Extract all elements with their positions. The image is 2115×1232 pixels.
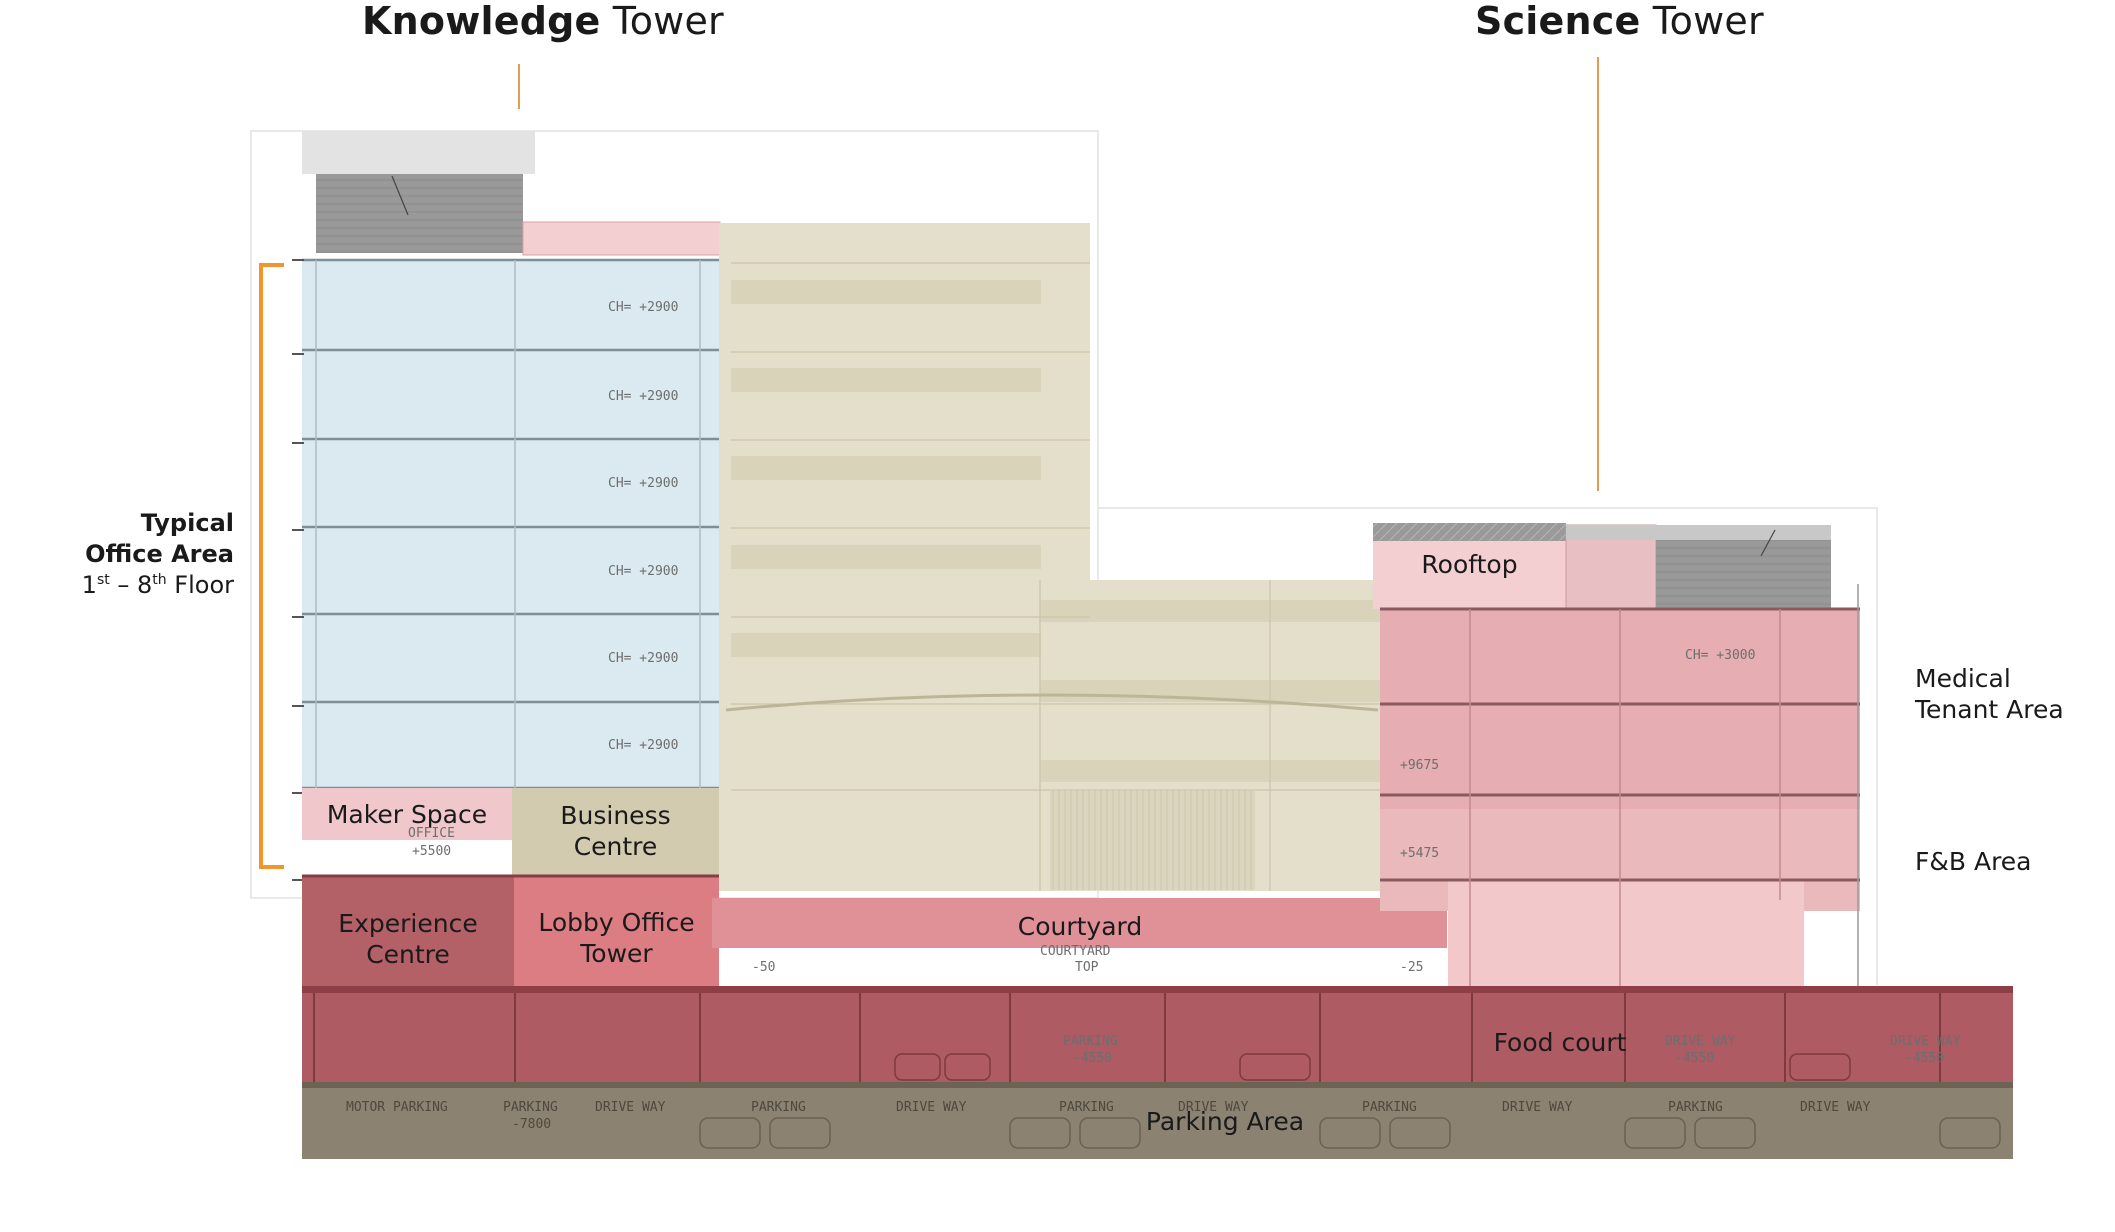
parking-annotation-2: PARKING <box>503 1100 558 1115</box>
business-centre-line2: Centre <box>573 832 658 861</box>
roof-plant-diagonal <box>391 175 409 216</box>
business-centre-label: Business Centre <box>512 800 719 862</box>
experience-centre-line2: Centre <box>366 940 450 969</box>
knowledge-roof-grey-top <box>302 131 535 174</box>
drive-way-annotation-3: DRIVE WAY <box>595 1100 666 1115</box>
courtyard-stair-hatch <box>1050 790 1255 890</box>
food-court-label: Food court <box>1493 1028 1627 1057</box>
parking-annotation-4: PARKING <box>1059 1100 1114 1115</box>
experience-centre-label: Experience Centre <box>302 908 514 970</box>
fnb-area-label: F&B Area <box>1915 847 2032 876</box>
ch-annotation-2: CH= +2900 <box>608 389 679 404</box>
level-minus-4550-1: -4550 <box>1073 1051 1113 1066</box>
maker-space-label: Maker Space <box>326 800 488 829</box>
ch-annotation-science: CH= +3000 <box>1685 648 1756 663</box>
lobby-office-zone <box>514 876 719 990</box>
rooftop-label: Rooftop <box>1421 550 1518 579</box>
knowledge-tower-title: Knowledge Tower <box>362 0 724 43</box>
knowledge-tower-title-rest: Tower <box>600 0 724 43</box>
business-centre-line1: Business <box>560 801 671 830</box>
science-tower-title-rest: Tower <box>1640 0 1764 43</box>
floor-start-sup: st <box>96 572 110 588</box>
basement-columns <box>313 993 1941 1084</box>
science-tower-title: Science Tower <box>1475 0 1764 43</box>
experience-centre-zone <box>302 876 514 990</box>
lobby-office-tower-label: Lobby Office Tower <box>514 907 719 969</box>
business-centre-zone <box>512 788 719 876</box>
parking-annotation-5: PARKING <box>1362 1100 1417 1115</box>
courtyard-small-annotation: COURTYARD <box>1040 944 1111 959</box>
level-5475: +5475 <box>1400 846 1440 861</box>
level-minus-7800-1: -7800 <box>512 1117 552 1132</box>
knowledge-tower-title-bold: Knowledge <box>362 0 601 43</box>
parking-area-label: Parking Area <box>1145 1107 1305 1136</box>
experience-centre-line1: Experience <box>338 909 478 938</box>
science-roof-plant-top <box>1566 525 1831 540</box>
motor-parking-annotation: MOTOR PARKING <box>346 1100 448 1115</box>
parking-annotation-3: PARKING <box>751 1100 806 1115</box>
courtyard-mass-bands <box>731 280 1380 782</box>
courtyard-zone <box>712 898 1447 948</box>
level-9675: +9675 <box>1400 758 1440 773</box>
courtyard-mass-lines <box>731 262 1380 891</box>
parking-annotation-6: PARKING <box>1668 1100 1723 1115</box>
level-5500: +5500 <box>412 844 452 859</box>
floor-start: 1 <box>81 571 97 599</box>
drive-way-annotation-5: DRIVE WAY <box>1178 1100 1249 1115</box>
drive-way-annotation-4: DRIVE WAY <box>896 1100 967 1115</box>
drive-way-annotation-6: DRIVE WAY <box>1502 1100 1573 1115</box>
typical-office-floors-range: 1st – 8th Floor <box>82 570 234 601</box>
medical-line2: Tenant Area <box>1915 695 2064 724</box>
science-frame <box>1098 507 1878 985</box>
medical-tenant-label: Medical Tenant Area <box>1915 663 2064 725</box>
typical-office-bracket <box>259 263 284 869</box>
parking-area-band <box>302 1084 2013 1159</box>
science-plant-diagonal <box>1760 529 1776 557</box>
level-minus-50: -50 <box>752 960 776 975</box>
rooftop-zone <box>1373 541 1566 609</box>
ch-annotation-5: CH= +2900 <box>608 651 679 666</box>
ch-annotation-1: CH= +2900 <box>608 300 679 315</box>
courtyard-roof-arc <box>725 693 1379 712</box>
typical-office-note: Typical Office Area 1st – 8th Floor <box>82 508 234 601</box>
parking-car-outlines <box>699 1117 2001 1149</box>
level-minus-4550-2: -4550 <box>1675 1051 1715 1066</box>
food-court-car-outlines <box>894 1053 1851 1081</box>
ch-annotation-4: CH= +2900 <box>608 564 679 579</box>
typical-office-floors <box>302 260 719 788</box>
science-tower-title-bold: Science <box>1475 0 1641 43</box>
parking-annotation-1: PARKING <box>1063 1034 1118 1049</box>
level-minus-4550-3: -4550 <box>1905 1051 1945 1066</box>
drive-way-annotation-1: DRIVE WAY <box>1665 1034 1736 1049</box>
courtyard-label: Courtyard <box>1017 912 1143 941</box>
lobby-office-line2: Tower <box>580 939 653 968</box>
science-lower-floor <box>1448 880 1804 988</box>
typical-office-line2: Office Area <box>85 540 234 568</box>
science-columns <box>1469 609 1781 988</box>
medical-line1: Medical <box>1915 664 2011 693</box>
office-columns <box>315 260 701 788</box>
drive-way-annotation-2: DRIVE WAY <box>1890 1034 1961 1049</box>
office-annotation: OFFICE <box>408 826 455 841</box>
top-annotation: TOP <box>1075 960 1099 975</box>
typical-office-line1: Typical <box>140 509 234 537</box>
knowledge-roof-pink <box>522 221 721 256</box>
maker-space-zone <box>302 788 512 840</box>
food-court-parking-band <box>302 988 2013 1084</box>
floor-word: Floor <box>166 571 234 599</box>
ch-annotation-3: CH= +2900 <box>608 476 679 491</box>
level-minus-25: -25 <box>1400 960 1424 975</box>
ch-annotation-6: CH= +2900 <box>608 738 679 753</box>
science-roof-hatch <box>1373 523 1566 541</box>
floor-dash: – 8 <box>109 571 153 599</box>
lobby-office-line1: Lobby Office <box>538 908 695 937</box>
drive-way-annotation-7: DRIVE WAY <box>1800 1100 1871 1115</box>
food-court-band-topline <box>302 986 2013 993</box>
knowledge-roof-plant <box>316 174 523 253</box>
parking-band-topline <box>302 1082 2013 1088</box>
floor-end-sup: th <box>152 572 167 588</box>
